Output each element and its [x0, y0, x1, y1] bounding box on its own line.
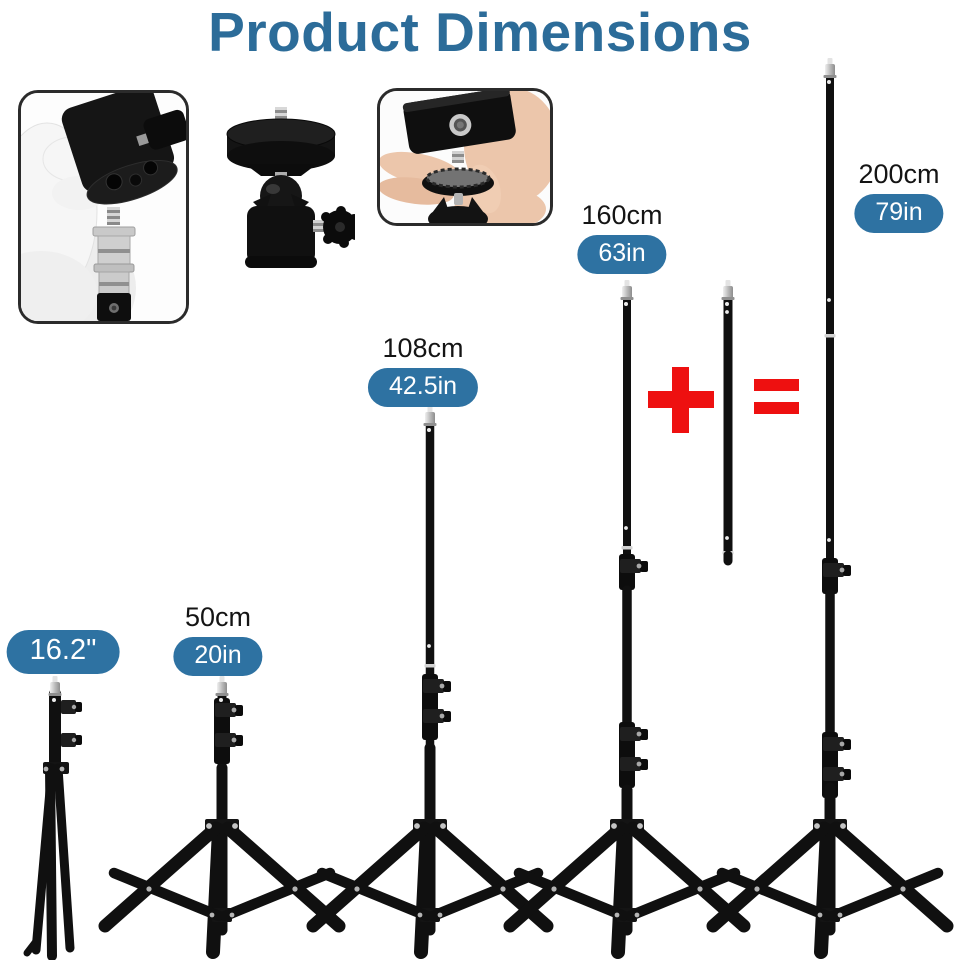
plus-icon: [648, 367, 714, 433]
dimension-label-160cm: 160cm 63in: [577, 200, 667, 274]
height-cm-text: 200cm: [858, 159, 940, 189]
stand-200cm-graphic: [706, 58, 954, 959]
height-in-badge: 20in: [173, 637, 263, 676]
spigot-attachment-graphic: [21, 93, 186, 321]
dimension-label-folded: 16.2": [6, 630, 120, 674]
clamp-attachment-graphic: [380, 91, 550, 223]
dimension-label-108cm: 108cm 42.5in: [367, 333, 479, 407]
clamp-attachment-photo: [377, 88, 553, 226]
ball-head-top-icon: [428, 197, 488, 223]
locking-knob-icon: [136, 109, 186, 150]
ball-head-graphic: [226, 107, 355, 268]
equals-icon: [754, 379, 799, 414]
dimension-label-200cm: 200cm 79in: [854, 159, 944, 233]
camera-screw-icon: [275, 107, 287, 119]
height-cm-text: 108cm: [382, 333, 464, 363]
threaded-stud-icon: [107, 207, 120, 225]
height-in-badge: 16.2": [6, 630, 120, 674]
mounting-disc-icon: [226, 118, 336, 176]
height-cm-text: 50cm: [184, 602, 252, 632]
height-in-badge: 79in: [854, 194, 944, 233]
spigot-attachment-photo: [18, 90, 189, 324]
thumb-wheel-icon: [422, 151, 494, 205]
dimension-label-50cm: 50cm 20in: [173, 602, 263, 676]
height-in-badge: 42.5in: [367, 368, 479, 407]
folded-stand-graphic: [23, 676, 82, 960]
spigot-adapter-icon: [92, 226, 136, 295]
extension-pole-graphic: [721, 280, 735, 566]
ball-cup-body-icon: [247, 206, 315, 264]
stand-50cm-graphic: [98, 676, 346, 959]
height-cm-text: 160cm: [581, 200, 663, 230]
tension-knob-icon: [313, 206, 355, 248]
clamp-body-icon: [402, 91, 516, 154]
ball-head-photo: [205, 104, 355, 272]
height-in-badge: 63in: [577, 235, 667, 274]
ball-head-base-icon: [61, 93, 178, 205]
page-title: Product Dimensions: [208, 1, 752, 63]
stand-108cm-graphic: [306, 406, 554, 959]
